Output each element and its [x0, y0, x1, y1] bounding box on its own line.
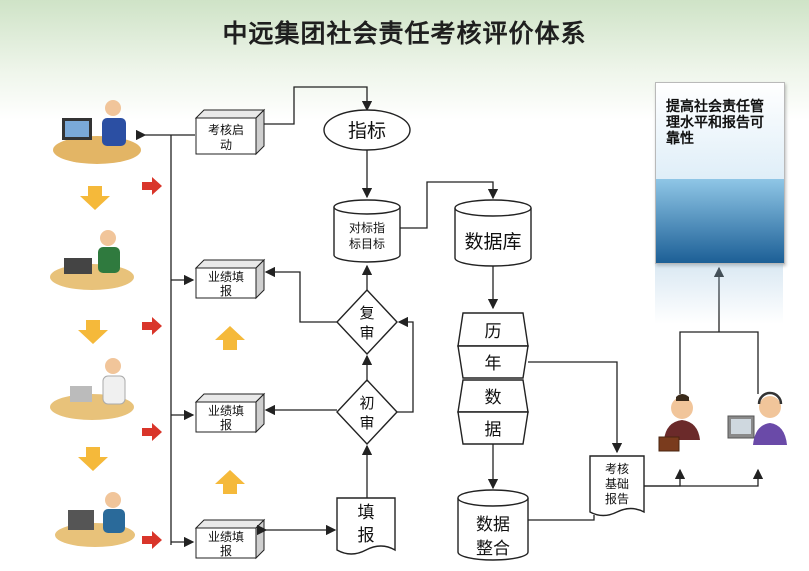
shujuku-label: 数据库 — [464, 231, 521, 253]
yeji2-line2: 报 — [220, 417, 232, 432]
zhenghe-line2: 整合 — [476, 539, 510, 559]
kaohe-qidong-box — [194, 108, 266, 156]
baogao-line3: 报告 — [605, 491, 629, 506]
yeji3-line2: 报 — [220, 543, 232, 558]
jichu-baogao-document — [589, 455, 645, 517]
tianbao-document — [336, 497, 396, 555]
yeji2-line1: 业绩填 — [208, 404, 244, 418]
tianbao-line1: 填 — [358, 503, 375, 523]
page-title: 中远集团社会责任考核评价体系 — [222, 19, 587, 48]
baogao-line2: 基础 — [605, 477, 629, 491]
chushen-diamond — [336, 378, 398, 446]
yeji-tianbao-box-1 — [194, 258, 266, 300]
office-worker-icon — [55, 492, 135, 547]
yeji-tianbao-box-2 — [194, 392, 266, 434]
down-arrow-icon — [78, 186, 110, 471]
lishi-trapezoid-stack — [457, 312, 529, 445]
office-worker-icon — [50, 358, 134, 420]
duibiao-line1: 对标指 — [349, 220, 385, 235]
zhenghe-line1: 数据 — [476, 515, 510, 535]
chushen-line1: 初 — [359, 394, 374, 412]
report-reflection — [655, 264, 783, 324]
yeji3-line1: 业绩填 — [208, 530, 244, 544]
kaohe-qidong-line1: 考核启 — [208, 123, 244, 137]
baogao-line1: 考核 — [605, 462, 629, 476]
zhibiao-label: 指标 — [348, 120, 386, 142]
lishi-char-2: 数 — [485, 388, 502, 408]
fushen-diamond — [336, 288, 398, 356]
tianbao-line2: 报 — [358, 526, 375, 546]
businessman-icon — [658, 394, 700, 452]
lishi-char-0: 历 — [485, 322, 502, 342]
fushen-line1: 复 — [359, 304, 374, 322]
office-worker-icon — [53, 100, 141, 164]
fushen-line2: 审 — [359, 324, 374, 342]
up-arrow-icon — [215, 326, 245, 494]
report-cover-icon: 提高社会责任管理水平和报告可靠性 — [655, 82, 785, 264]
shuju-zhenghe-cylinder — [457, 489, 529, 561]
lishi-char-1: 年 — [485, 354, 502, 374]
office-worker-icon — [50, 230, 134, 290]
lishi-char-3: 据 — [485, 420, 502, 440]
support-agent-icon — [727, 391, 787, 445]
report-cover-title: 提高社会责任管理水平和报告可靠性 — [666, 99, 764, 147]
yeji1-line2: 报 — [220, 283, 232, 298]
kaohe-qidong-line2: 动 — [220, 138, 232, 152]
chushen-line2: 审 — [359, 414, 374, 432]
yeji1-line1: 业绩填 — [208, 270, 244, 284]
duibiao-line2: 标目标 — [349, 237, 385, 251]
right-arrow-icon — [142, 177, 162, 549]
duibiao-cylinder — [333, 199, 401, 263]
